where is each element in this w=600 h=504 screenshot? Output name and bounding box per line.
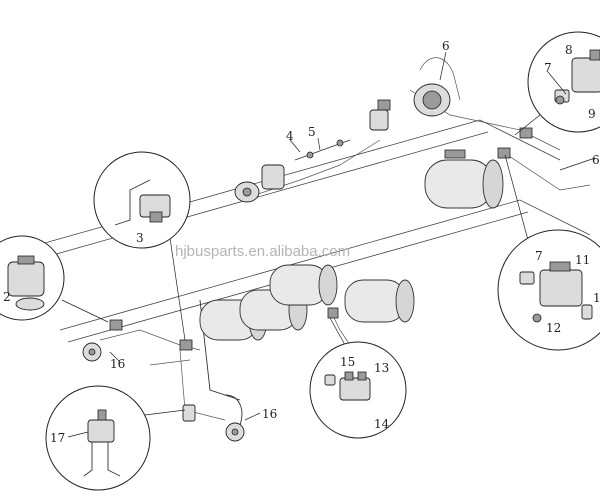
callout-7-top: 7 <box>544 61 552 75</box>
callout-2: 2 <box>3 290 11 304</box>
callout-15: 15 <box>340 355 355 369</box>
callout-5: 5 <box>308 125 316 139</box>
callout-12: 12 <box>546 321 561 335</box>
callout-16-left: 16 <box>110 357 125 371</box>
callout-16-right: 16 <box>262 407 277 421</box>
callout-1-right: 1 <box>593 291 600 305</box>
pipe-fitting-4-5 <box>294 139 351 161</box>
air-tank-group-left <box>199 264 338 341</box>
watermark-text: hjbusparts.en.alibaba.com <box>175 243 350 260</box>
brake-chamber-16-left <box>82 342 102 362</box>
callout-6-right: 6 <box>592 153 600 167</box>
callout-3: 3 <box>136 231 144 245</box>
callout-11: 11 <box>575 253 590 267</box>
valve-fittings-center <box>109 127 533 351</box>
air-dryer-upper <box>369 99 391 131</box>
callout-17: 17 <box>50 431 65 445</box>
callout-leaders <box>67 51 596 438</box>
air-tank-upper <box>424 149 504 209</box>
callout-8: 8 <box>565 43 573 57</box>
detail-circle-2 <box>0 235 109 323</box>
detail-circle-13-14 <box>309 317 407 439</box>
air-tank-3 <box>269 264 338 306</box>
detail-circle-17 <box>45 385 186 491</box>
detail-circle-3 <box>93 151 191 341</box>
detail-circle-8-9 <box>514 31 600 136</box>
callout-14: 14 <box>374 417 390 431</box>
callout-6-top: 6 <box>442 39 450 53</box>
valve-center-lower <box>182 404 196 422</box>
callout-7-right: 7 <box>535 249 543 263</box>
air-tank-right <box>344 279 415 323</box>
compressor-valve <box>234 164 285 203</box>
callout-9: 9 <box>588 107 596 121</box>
callout-4: 4 <box>286 129 294 143</box>
chassis-pipe-network <box>19 57 591 426</box>
callout-13: 13 <box>374 361 389 375</box>
detail-circle-11 <box>497 154 600 351</box>
brake-chamber-16-right <box>225 422 245 442</box>
brake-chamber-6 <box>413 83 451 117</box>
callout-numbers: 6 8 7 9 6 4 5 3 7 11 1 12 2 16 15 13 14 … <box>3 39 600 445</box>
